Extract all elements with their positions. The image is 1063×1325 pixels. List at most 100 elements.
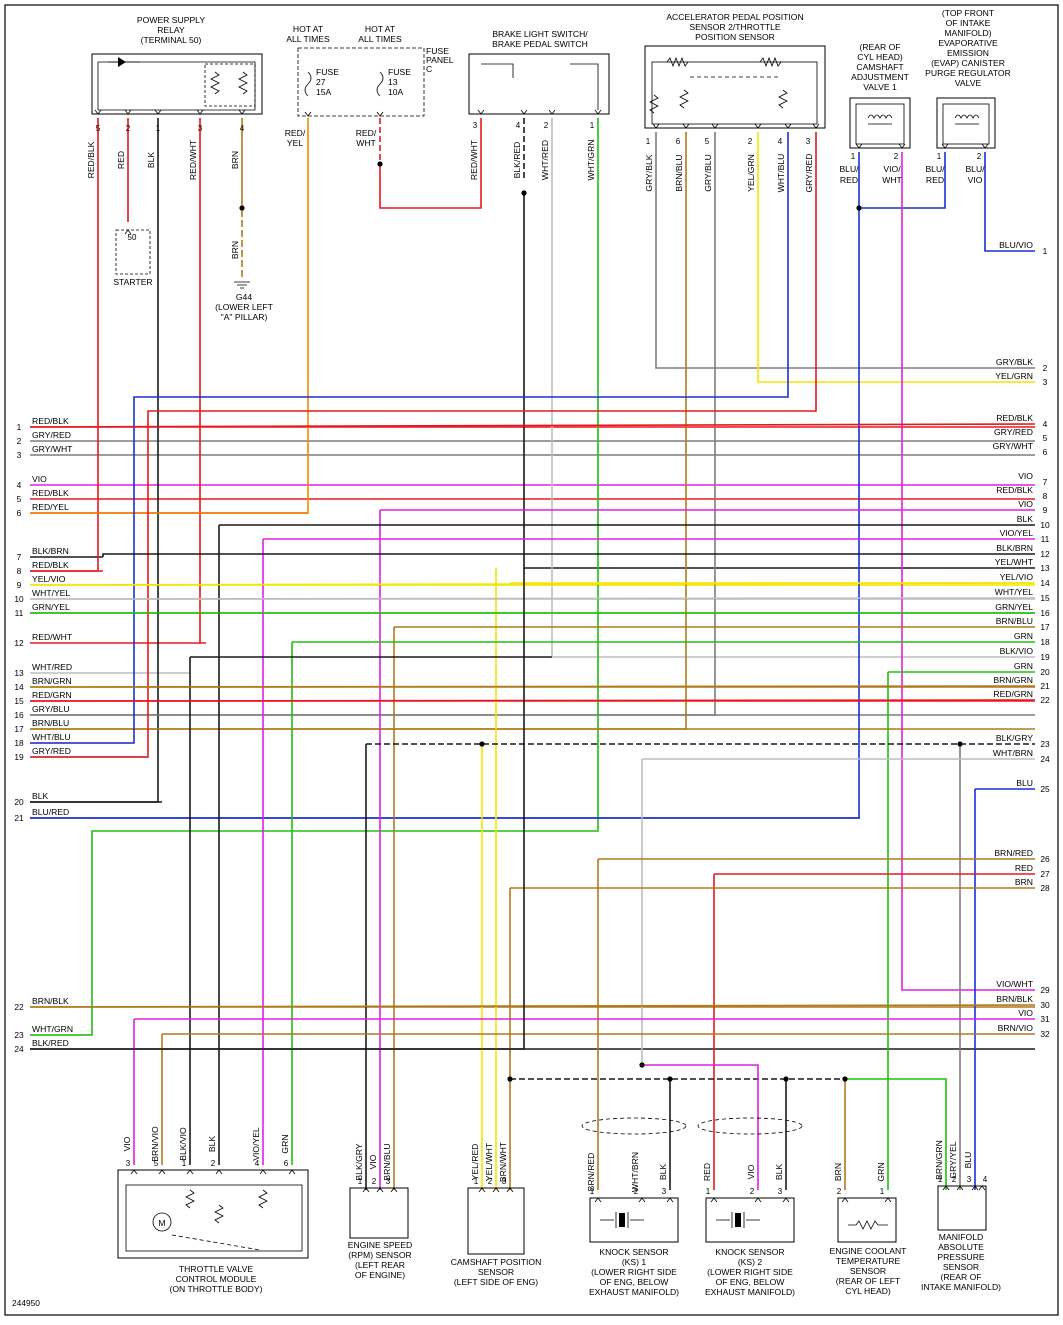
rpm-wire-label: VIO	[368, 1154, 378, 1169]
ect-wire-label: GRN	[876, 1162, 886, 1181]
throttle-pin: 1	[182, 1159, 187, 1168]
rpm-wire-label: BRN/BLU	[382, 1143, 392, 1180]
left-wire-label: BRN/BLK	[32, 996, 69, 1006]
left-wire-label: WHT/RED	[32, 662, 72, 672]
left-pin-number: 15	[14, 696, 24, 706]
left-pin-number: 24	[14, 1044, 24, 1054]
cam-wire-label: YEL/RED	[470, 1144, 480, 1181]
pin-terminal	[841, 1197, 849, 1203]
cam-valve-box	[849, 97, 911, 149]
right-wire-label: WHT/YEL	[995, 587, 1033, 597]
rpm-box	[349, 1187, 409, 1239]
ks2-wire-label: RED	[702, 1163, 712, 1181]
valve-pin: 2	[894, 152, 899, 161]
left-pin-number: 17	[14, 724, 24, 734]
ks2-pin: 3	[778, 1187, 783, 1196]
throttle-pin: 2	[211, 1159, 216, 1168]
right-pin-number: 10	[1040, 520, 1050, 530]
throttle-pin: 5	[154, 1159, 159, 1168]
fuse-27-icon	[304, 71, 312, 97]
splice-dot	[521, 190, 527, 196]
left-wire-label: GRY/BLU	[32, 704, 70, 714]
left-wire-label: GRN/YEL	[32, 602, 70, 612]
pin-terminal	[784, 123, 792, 129]
fuse-13-icon	[376, 71, 384, 97]
rpm-pin: 3	[386, 1177, 391, 1186]
ks2-pin: 2	[750, 1187, 755, 1196]
relay-wire-label: RED/BLK	[86, 141, 96, 178]
ks1-wire-label: BRN/RED	[586, 1153, 596, 1192]
right-pin-number: 22	[1040, 695, 1050, 705]
rpm-pin: 1	[358, 1177, 363, 1186]
valve-wire-label: BLU/VIO	[965, 164, 985, 185]
right-pin-number: 8	[1043, 491, 1048, 501]
knock-crystal-icon	[619, 1213, 625, 1227]
left-wire-label: GRY/RED	[32, 746, 71, 756]
bus-24-left	[30, 568, 525, 1050]
right-wire-label: VIO	[1018, 499, 1033, 509]
right-pin-number: 20	[1040, 667, 1050, 677]
pin-terminal	[652, 123, 660, 129]
left-pin-number: 13	[14, 668, 24, 678]
app-pin1-wire	[655, 132, 1035, 369]
left-pin-number: 6	[17, 508, 22, 518]
ground-label: G44(LOWER LEFT"A" PILLAR)	[215, 292, 274, 322]
relay-wire-label: BRN	[230, 151, 240, 169]
right-wire-label: BLU	[1016, 778, 1033, 788]
ks1-pin: 3	[662, 1187, 667, 1196]
app-pin: 6	[676, 137, 681, 146]
throttle-pin: 4	[255, 1159, 260, 1168]
throttle-wire-label: VIO	[122, 1136, 132, 1151]
valve-pin: 1	[937, 152, 942, 161]
pin-terminal	[492, 1187, 500, 1193]
pin-terminal	[942, 1185, 950, 1191]
right-pin-number: 15	[1040, 593, 1050, 603]
right-pin-number: 19	[1040, 652, 1050, 662]
fuse-27-wire	[30, 118, 309, 514]
right-wire-label: YEL/WHT	[995, 557, 1034, 567]
map-wire-label: GRY/YEL	[948, 1141, 958, 1178]
brake-pin: 4	[516, 121, 521, 130]
right-wire-label: RED/GRN	[993, 689, 1033, 699]
fuse-13-wire	[379, 118, 482, 209]
splice-dot	[507, 1076, 513, 1082]
right-pin-number: 14	[1040, 578, 1050, 588]
left-pin-number: 23	[14, 1030, 24, 1040]
solenoid-coil-icon	[867, 114, 893, 125]
pin-terminal	[390, 1187, 398, 1193]
relay-resistor	[210, 71, 220, 95]
fuse-27-wire-label: RED/YEL	[285, 128, 306, 148]
pin-terminal	[594, 109, 602, 115]
left-pin-number: 10	[14, 594, 24, 604]
relay-wire-label: BLK	[146, 152, 156, 169]
throttle-wire-label: BLK/VIO	[178, 1127, 188, 1161]
valve-wire-label: BLU/RED	[925, 164, 945, 185]
right-pin-number: 32	[1040, 1029, 1050, 1039]
app-wire-label: YEL/GRN	[746, 154, 756, 192]
left-pin-number: 19	[14, 752, 24, 762]
app-pin: 3	[806, 137, 811, 146]
pin-terminal	[238, 109, 246, 115]
evap-coil-icon	[954, 114, 980, 125]
left-pin-number: 9	[17, 580, 22, 590]
right-wire-label: WHT/BRN	[993, 748, 1033, 758]
motor-symbol: M	[158, 1218, 165, 1228]
label-layer: 1RED/BLK2GRY/RED3GRY/WHT4VIO5RED/BLK6RED…	[14, 8, 1050, 1297]
brake-wire-label: RED/WHT	[469, 139, 479, 180]
ground-icon	[234, 281, 250, 289]
right-pin-number: 9	[1043, 505, 1048, 515]
throttle-wire-label: BRN/VIO	[150, 1126, 160, 1162]
app-pin: 4	[778, 137, 783, 146]
right-pin-number: 21	[1040, 681, 1050, 691]
left-pin-number: 8	[17, 566, 22, 576]
left-pin-number: 18	[14, 738, 24, 748]
ks2-pin: 1	[706, 1187, 711, 1196]
valve-pin: 1	[851, 152, 856, 161]
ks1-pin: 2	[634, 1187, 639, 1196]
valve-wire-label: BLU/RED	[839, 164, 859, 185]
left-wire-label: BLK/BRN	[32, 546, 69, 556]
throttle-inner	[125, 1184, 303, 1252]
pin-terminal	[376, 111, 384, 117]
